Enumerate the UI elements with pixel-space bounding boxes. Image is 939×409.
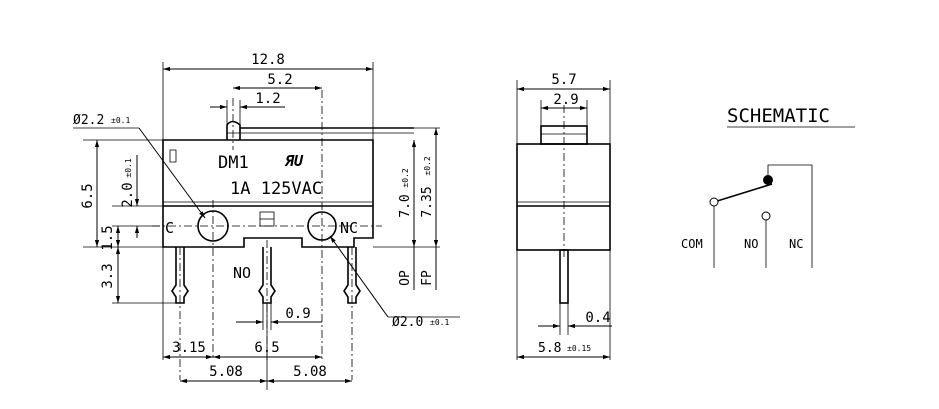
dim-5-08-right: 5.08 — [293, 364, 327, 380]
ul-mark: ЯU — [284, 152, 304, 170]
dim-0-9: 0.9 — [285, 306, 310, 322]
schematic: SCHEMATIC COM NO NC — [681, 105, 855, 268]
dim-6-5-vertical: 6.5 — [80, 183, 96, 208]
dim-0-4: 0.4 — [585, 310, 610, 326]
pin-no-label: NO — [233, 264, 251, 282]
dim-5-08-left: 5.08 — [209, 364, 243, 380]
dia-2-2-tolerance: ±0.1 — [111, 116, 130, 125]
dim-2-9: 2.9 — [553, 92, 578, 108]
dim-5-2: 5.2 — [267, 72, 292, 88]
actuator-lever — [226, 120, 241, 140]
model-label: DM1 — [218, 153, 249, 173]
nc-contact-point — [763, 175, 773, 185]
dim-5-7: 5.7 — [551, 72, 576, 88]
schematic-nc-label: NC — [789, 237, 803, 251]
dim-5-8: 5.8 — [538, 341, 561, 356]
dia-2-0-label: Ø2.0 — [392, 315, 423, 330]
schematic-title: SCHEMATIC — [727, 105, 830, 127]
com-switch-arm — [713, 183, 773, 203]
no-contact-point — [761, 211, 771, 221]
fp-label: FP — [420, 270, 435, 286]
dia-2-2-label: Ø2.2 — [73, 113, 104, 128]
rating-label: 1A 125VAC — [230, 179, 322, 199]
side-view: 5.7 2.9 0.4 5.8 ±0.15 — [516, 72, 612, 360]
dim-1-2: 1.2 — [255, 91, 280, 107]
dim-7-0-tolerance: ±0.2 — [401, 168, 410, 187]
dim-3-3-vertical: 3.3 — [100, 263, 116, 288]
nc-wire — [767, 164, 813, 268]
dim-1-5-vertical: 1.5 — [100, 225, 116, 250]
dia-2-0-tolerance: ±0.1 — [430, 318, 449, 327]
pin-c — [171, 247, 189, 380]
dim-7-35-tolerance: ±0.2 — [423, 156, 432, 175]
schematic-no-label: NO — [744, 237, 758, 251]
front-view: 12.8 5.2 1.2 Ø2.2 ±0.1 Ø2.0 ±0.1 6.5 2.0… — [73, 52, 460, 390]
dim-12-8: 12.8 — [251, 52, 285, 68]
dim-7-0-vertical: 7.0 — [398, 194, 413, 217]
side-pin — [559, 249, 569, 304]
op-label: OP — [398, 270, 413, 286]
com-pivot-point — [709, 197, 719, 207]
side-body-outline — [516, 143, 611, 251]
dim-5-8-tolerance: ±0.15 — [567, 344, 591, 353]
pin-nc-label: NC — [340, 219, 358, 237]
polarity-mark-icon — [169, 149, 177, 163]
schematic-com-label: COM — [681, 237, 703, 251]
dim-2-0-tolerance: ±0.1 — [124, 158, 133, 177]
dim-7-35-vertical: 7.35 — [420, 186, 435, 217]
dim-3-15: 3.15 — [172, 340, 206, 356]
pin-c-label: C — [165, 219, 174, 237]
dim-2-0-vertical: 2.0 — [120, 182, 136, 207]
pin-nc — [343, 247, 361, 380]
